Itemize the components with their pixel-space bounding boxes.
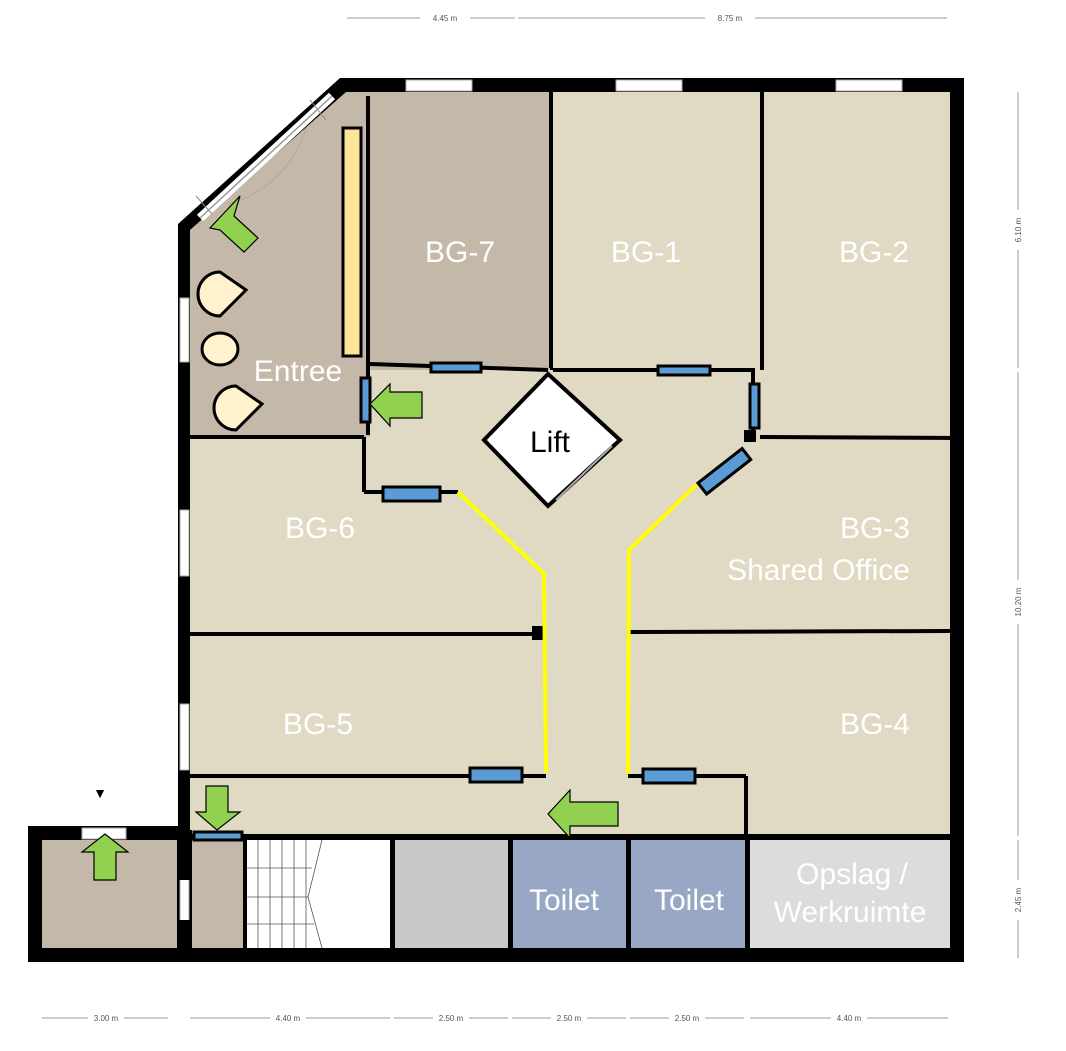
arrow-left-entree-icon xyxy=(369,382,423,428)
room-opslag[interactable] xyxy=(750,840,950,948)
label-werkruimte: Werkruimte xyxy=(774,896,927,929)
door-entree xyxy=(359,376,372,424)
door-bottom-left-hall xyxy=(192,830,244,842)
door-bg7 xyxy=(429,361,483,374)
room-bg2[interactable] xyxy=(764,92,950,438)
label-entree: Entree xyxy=(254,355,342,388)
door-bg5 xyxy=(468,766,524,784)
entrance-marker-icon: ▼ xyxy=(93,785,107,801)
label-bg6: BG-6 xyxy=(285,512,355,545)
label-bg1: BG-1 xyxy=(611,236,681,269)
windows xyxy=(81,79,903,922)
arrow-entrance-icon xyxy=(208,195,259,253)
arrow-up-entrance-icon xyxy=(80,833,130,881)
label-toilet-1: Toilet xyxy=(529,884,600,917)
dimension-bottom-4: 2.50 m xyxy=(557,1014,582,1023)
escape-route xyxy=(456,482,699,775)
door-bg2 xyxy=(748,382,761,430)
lift[interactable] xyxy=(481,371,623,509)
seating xyxy=(196,270,265,432)
dimension-bottom-1: 3.00 m xyxy=(94,1014,119,1023)
label-toilet-2: Toilet xyxy=(654,884,725,917)
label-bg3-shared-office: Shared Office xyxy=(727,554,910,587)
room-toilet-2[interactable] xyxy=(631,840,745,948)
room-storage-gray[interactable] xyxy=(395,840,508,948)
corridor[interactable] xyxy=(190,370,950,836)
dimension-bottom-6: 4.40 m xyxy=(837,1014,862,1023)
label-bg4: BG-4 xyxy=(840,708,910,741)
reception-desk xyxy=(341,126,363,358)
door-bg1 xyxy=(656,364,712,377)
door-bg6 xyxy=(381,485,442,503)
dimension-right-1: 6.10 m xyxy=(1014,217,1023,242)
label-bg5: BG-5 xyxy=(283,708,353,741)
door-bg4 xyxy=(641,767,697,785)
arrow-down-hall-icon xyxy=(194,785,242,831)
doors[interactable] xyxy=(192,361,761,842)
label-bg2: BG-2 xyxy=(839,236,909,269)
room-labels: BG-7 BG-1 BG-2 Entree BG-6 BG-3 Shared O… xyxy=(254,236,927,929)
route-arrows xyxy=(80,195,619,881)
dimension-top-1: 4.45 m xyxy=(433,14,458,23)
dimension-lines: 4.45 m 8.75 m 6.10 m 10.20 m 2.45 m 3.00… xyxy=(42,12,1024,1024)
room-toilet-1[interactable] xyxy=(513,840,626,948)
door-bg3 xyxy=(695,446,753,497)
lift-label: Lift xyxy=(530,426,571,459)
room-bottom-left-hall[interactable] xyxy=(192,840,244,948)
label-bg7: BG-7 xyxy=(425,236,495,269)
label-opslag: Opslag / xyxy=(796,858,908,891)
dimension-right-3: 2.45 m xyxy=(1014,887,1023,912)
dimension-right-2: 10.20 m xyxy=(1014,587,1023,616)
dimension-bottom-2: 4.40 m xyxy=(276,1014,301,1023)
dimension-bottom-3: 2.50 m xyxy=(439,1014,464,1023)
dimension-top-2: 8.75 m xyxy=(718,14,743,23)
arrow-left-corridor-icon xyxy=(547,788,619,840)
dimension-bottom-5: 2.50 m xyxy=(675,1014,700,1023)
stairs xyxy=(246,839,323,949)
label-bg3: BG-3 xyxy=(840,512,910,545)
room-bg1[interactable] xyxy=(553,92,761,370)
